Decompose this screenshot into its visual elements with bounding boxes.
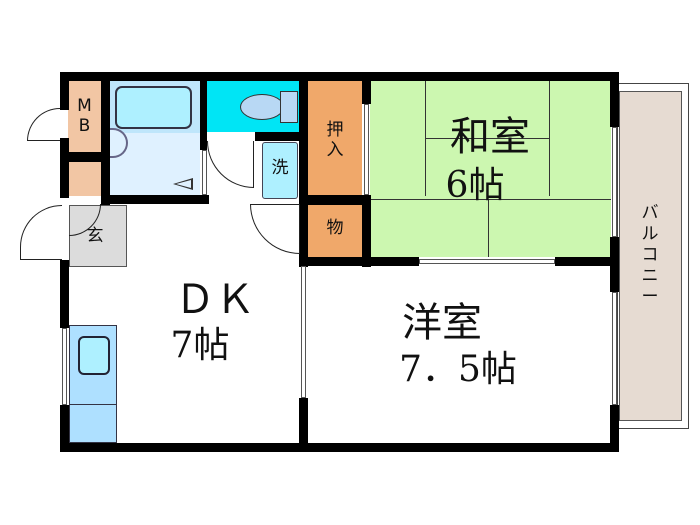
storage-closet <box>308 205 362 257</box>
sliding-door-youshitsu <box>301 266 306 398</box>
balcony <box>619 91 682 421</box>
window-youshitsu-right <box>612 292 617 405</box>
bath-step-inner <box>176 180 191 188</box>
mb-closet <box>68 80 101 152</box>
youshitsu-size: 7．5帖 <box>399 349 517 390</box>
wall-toilet-bottom <box>255 132 308 141</box>
washitsu-name: 和室 <box>450 114 530 160</box>
bath-entry-door[interactable] <box>207 141 254 188</box>
kitchen-divider <box>69 404 117 405</box>
balcony-label: バ ル コ ニ ー <box>641 203 659 307</box>
wall-oshiire-mid <box>299 195 369 205</box>
oshiire-closet <box>308 80 362 195</box>
small-closet <box>68 162 101 196</box>
wall-oshiire-right <box>362 72 371 104</box>
wall-left-bottom <box>60 405 69 452</box>
washitsu-room <box>370 80 611 257</box>
washer-space <box>262 142 298 199</box>
wall-oshiire-left <box>299 72 308 267</box>
wall-left-top <box>60 72 69 110</box>
wall-bath-bottom <box>101 195 209 204</box>
toilet-bowl-icon <box>240 94 284 120</box>
wall-left-mid <box>60 138 69 198</box>
sink-icon <box>78 336 110 375</box>
washitsu-size: 6帖 <box>445 165 505 206</box>
bath-door <box>202 150 207 195</box>
wall-bath-right <box>200 72 207 150</box>
wall-bottom <box>60 443 619 452</box>
tatami-line <box>549 80 550 196</box>
tatami-line <box>488 199 489 257</box>
wall-oshiire-right-low <box>362 195 371 267</box>
tatami-line <box>370 199 611 200</box>
youshitsu-name: 洋室 <box>402 300 482 346</box>
window-washitsu-right <box>612 127 617 237</box>
toilet-tank-icon <box>280 91 298 123</box>
tatami-line <box>426 138 549 139</box>
wall-dk-right-bottom <box>299 398 308 452</box>
sliding-door-washitsu <box>419 259 555 264</box>
dk-size: 7帖 <box>170 325 230 366</box>
mb-door[interactable] <box>27 108 60 141</box>
wall-mb-right <box>101 72 110 205</box>
window-kitchen-left <box>62 328 67 405</box>
wall-mb-mid <box>60 152 110 162</box>
washer-label: 洗 <box>271 158 289 178</box>
storage-label: 物 <box>326 218 344 238</box>
wall-right-top <box>610 72 619 127</box>
sliding-door-oshiire <box>364 104 369 195</box>
oshiire-label: 押 入 <box>326 120 344 160</box>
washitsu-entry-door[interactable] <box>250 204 300 254</box>
bathtub-basin <box>115 86 192 129</box>
wall-right-bottom <box>610 405 619 452</box>
wall-center-horiz-right <box>555 257 619 266</box>
wall-left-lower <box>60 260 69 328</box>
mb-label: M B <box>77 96 92 136</box>
entrance-door[interactable] <box>20 205 62 260</box>
tatami-line <box>425 80 426 196</box>
genkan-label: 玄 <box>86 226 104 246</box>
dk-name: ＤＫ <box>175 277 255 323</box>
wall-top <box>60 72 619 81</box>
wall-center-horiz <box>299 257 419 266</box>
